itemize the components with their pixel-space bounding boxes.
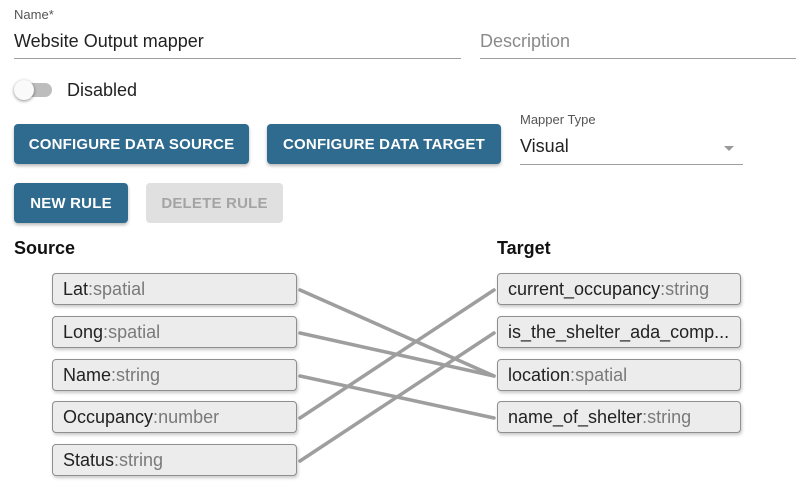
target-field-current-occupancy[interactable]: current_occupancy : string bbox=[497, 273, 741, 305]
toggle-label: Disabled bbox=[67, 80, 138, 100]
new-rule-button[interactable]: NEW RULE bbox=[14, 183, 128, 223]
configure-data-target-button[interactable]: CONFIGURE DATA TARGET bbox=[267, 124, 501, 164]
target-title: Target bbox=[497, 238, 551, 258]
source-title: Source bbox=[14, 238, 76, 258]
dropdown-arrow-icon bbox=[724, 146, 734, 151]
source-field-name[interactable]: Name : string bbox=[52, 359, 297, 391]
configure-data-source-button[interactable]: CONFIGURE DATA SOURCE bbox=[14, 124, 249, 164]
mapper-type-value: Visual bbox=[520, 136, 569, 156]
mapping-link[interactable] bbox=[298, 331, 496, 463]
description-underline bbox=[480, 58, 796, 59]
source-field-long[interactable]: Long : spatial bbox=[52, 316, 297, 348]
name-underline bbox=[14, 58, 461, 59]
mapper-type-label: Mapper Type bbox=[520, 112, 596, 127]
source-field-occupancy[interactable]: Occupancy : number bbox=[52, 401, 297, 433]
name-field[interactable]: Website Output mapper bbox=[14, 31, 204, 51]
mapper-type-select[interactable]: Visual bbox=[520, 134, 743, 164]
target-field-name-of-shelter[interactable]: name_of_shelter : string bbox=[497, 401, 741, 433]
disabled-toggle[interactable] bbox=[14, 78, 58, 102]
toggle-thumb bbox=[14, 80, 34, 100]
target-field-is-the-shelter-ada-compliant[interactable]: is_the_shelter_ada_comp... bbox=[497, 316, 741, 348]
mapping-link[interactable] bbox=[298, 288, 496, 420]
mapping-link[interactable] bbox=[298, 288, 496, 378]
target-field-location[interactable]: location : spatial bbox=[497, 359, 741, 391]
name-label: Name* bbox=[14, 7, 54, 22]
description-field[interactable]: Description bbox=[480, 31, 571, 51]
source-field-status[interactable]: Status : string bbox=[52, 444, 297, 476]
mapper-type-underline bbox=[520, 164, 743, 165]
delete-rule-button: DELETE RULE bbox=[146, 183, 283, 223]
source-field-lat[interactable]: Lat : spatial bbox=[52, 273, 297, 305]
